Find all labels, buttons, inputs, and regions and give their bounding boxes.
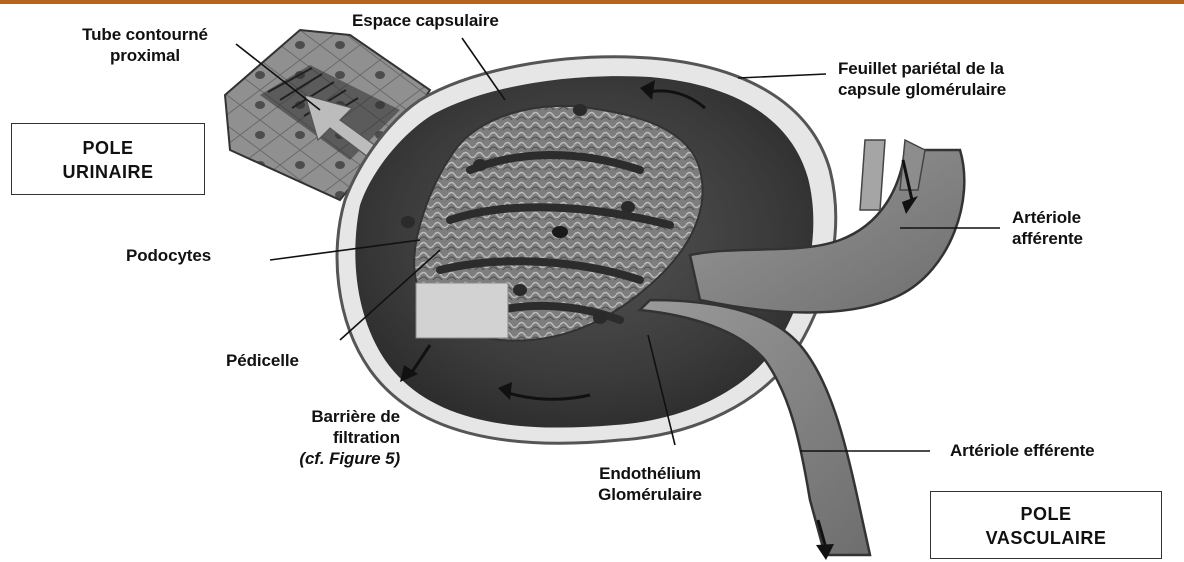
pole-urinaire-box: POLE URINAIRE: [11, 123, 205, 195]
label-afferente-line-2: afférente: [1012, 228, 1083, 249]
pole-vasculaire-box: POLE VASCULAIRE: [930, 491, 1162, 559]
label-barriere-filtration: Barrière de filtration (cf. Figure 5): [230, 406, 400, 469]
label-arteriole-afferente: Artériole afférente: [1012, 207, 1083, 249]
label-endothelium-line-2: Glomérulaire: [560, 484, 740, 505]
label-podocytes: Podocytes: [126, 245, 211, 266]
label-arteriole-efferente: Artériole efférente: [950, 440, 1095, 461]
label-barriere-line-2: filtration: [230, 427, 400, 448]
label-tube-line-1: Tube contourné: [50, 24, 240, 45]
filtration-barrier-highlight: [416, 283, 508, 338]
pole-urinaire-line-1: POLE: [12, 136, 204, 160]
label-tube-line-2: proximal: [50, 45, 240, 66]
label-pedicelle: Pédicelle: [226, 350, 299, 371]
label-tube-contourne-proximal: Tube contourné proximal: [50, 24, 240, 66]
leader-feuillet-parietal: [738, 74, 826, 78]
pole-urinaire-line-2: URINAIRE: [12, 160, 204, 184]
label-endothelium-line-1: Endothélium: [560, 463, 740, 484]
label-barriere-line-3: (cf. Figure 5): [230, 448, 400, 469]
label-endothelium-glomerulaire: Endothélium Glomérulaire: [560, 463, 740, 505]
label-feuillet-parietal: Feuillet pariétal de la capsule glomérul…: [838, 58, 1006, 100]
label-afferente-line-1: Artériole: [1012, 207, 1083, 228]
label-feuillet-line-1: Feuillet pariétal de la: [838, 58, 1006, 79]
label-feuillet-line-2: capsule glomérulaire: [838, 79, 1006, 100]
label-espace-capsulaire: Espace capsulaire: [352, 10, 499, 31]
label-barriere-line-1: Barrière de: [230, 406, 400, 427]
pole-vasculaire-line-2: VASCULAIRE: [931, 526, 1161, 550]
pole-vasculaire-line-1: POLE: [931, 502, 1161, 526]
